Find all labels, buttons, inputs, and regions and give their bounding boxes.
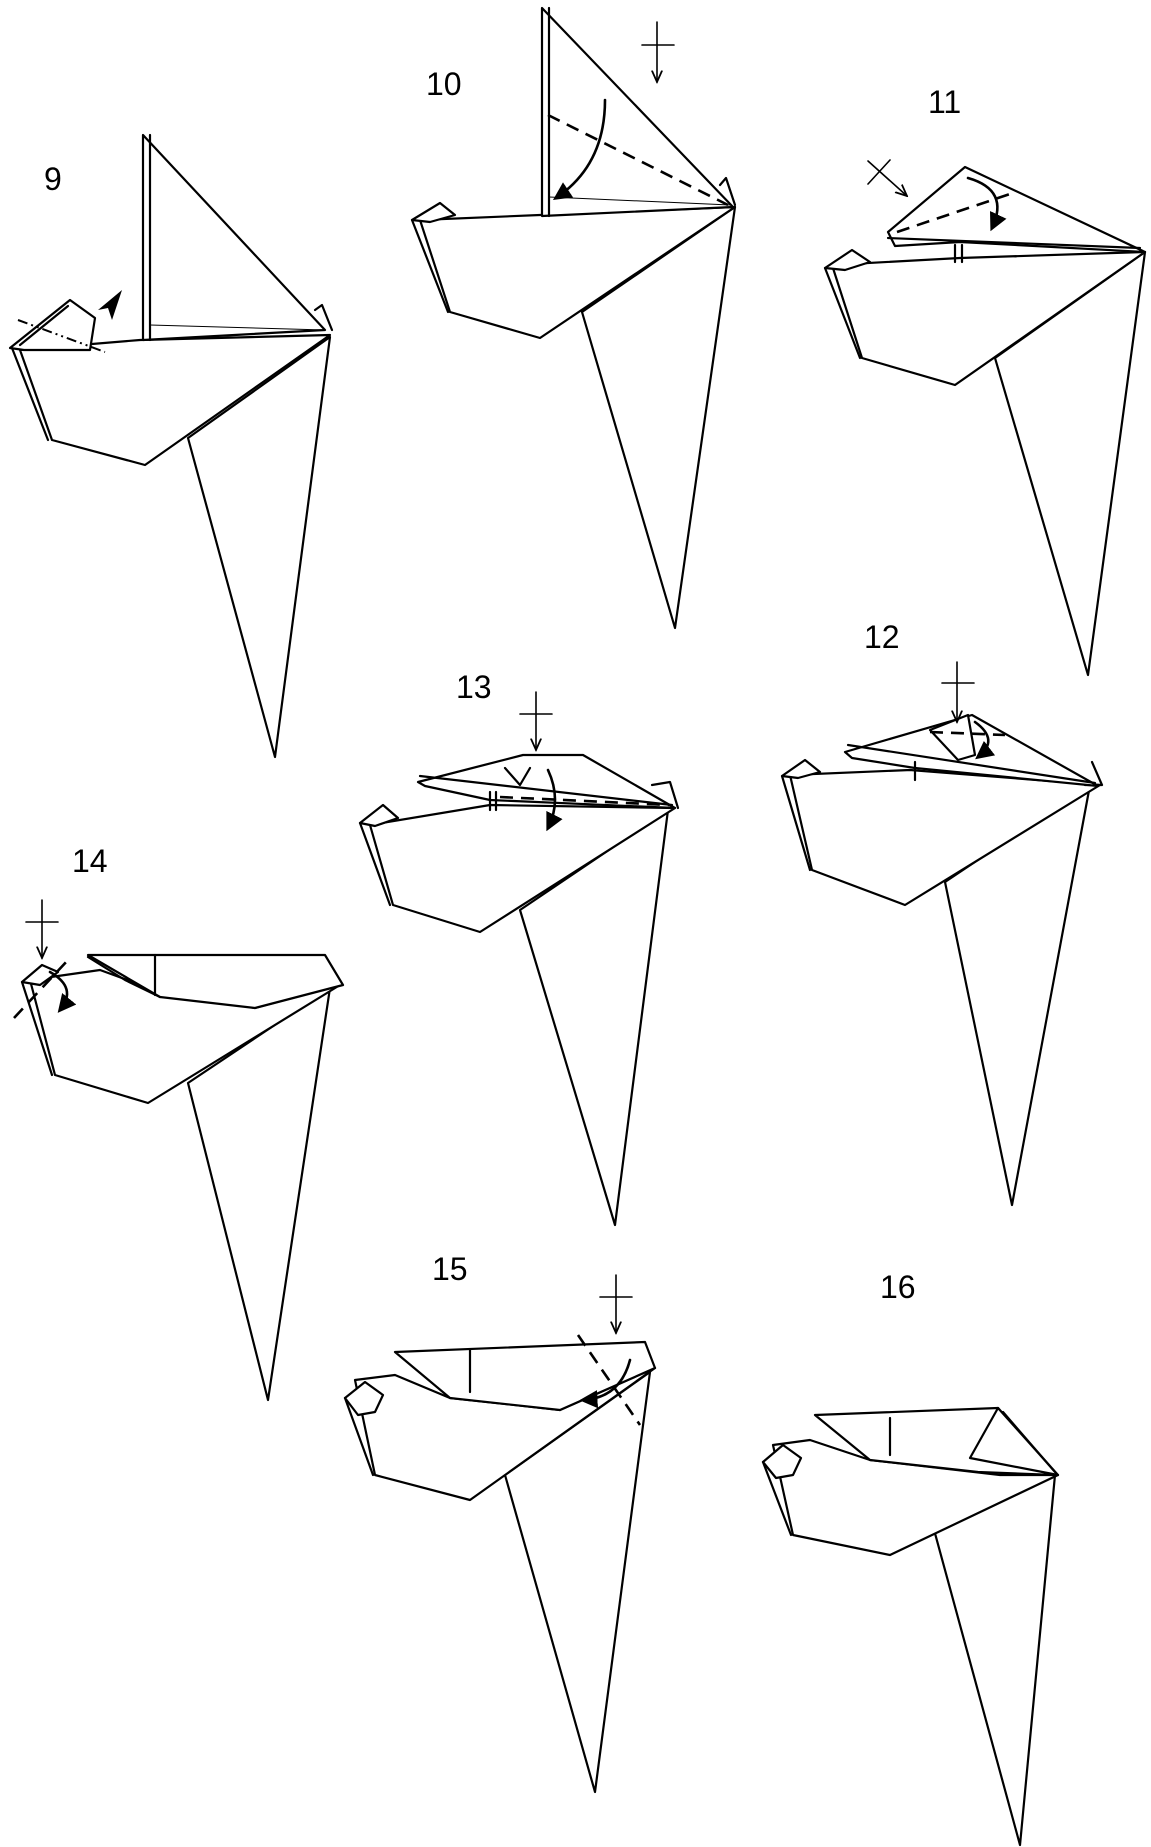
step-16-keel	[928, 1473, 1057, 1847]
step-9: 9	[8, 133, 334, 759]
step-11-bow	[823, 248, 872, 272]
step-9-mountain-fold-line	[17, 319, 106, 353]
step-14-fold-arrow-icon	[48, 970, 77, 1013]
step-10-valley-fold-line	[547, 113, 729, 207]
step-16: 16	[761, 1269, 1060, 1847]
step-13-fold-arrow-icon	[546, 768, 563, 832]
step-9-hull	[18, 333, 332, 467]
step-11-fold-arrow-icon	[966, 176, 1007, 232]
step-12-fold-arrow-icon	[973, 720, 996, 760]
step-12-hull	[788, 768, 1102, 907]
step-11-number: 11	[928, 84, 961, 120]
step-10-fold-arrow-icon	[552, 98, 607, 201]
step-13-valley-fold-line	[499, 795, 671, 807]
step-9-bow-flap	[8, 298, 97, 352]
step-11-rotate-symbol-icon	[867, 160, 907, 196]
step-13: 13	[358, 669, 680, 1227]
step-15-bow-box	[343, 1380, 385, 1417]
step-16-bow-box	[761, 1443, 803, 1480]
step-13-bow	[358, 803, 400, 828]
step-10-bow	[410, 201, 457, 224]
step-13-number: 13	[456, 669, 492, 705]
step-10-hull	[418, 205, 737, 340]
step-16-number: 16	[880, 1269, 916, 1305]
step-14-valley-fold-line	[13, 959, 69, 1019]
step-11: 11	[823, 84, 1147, 677]
step-15-number: 15	[432, 1251, 468, 1287]
step-10-number: 10	[426, 66, 462, 102]
step-9-sail	[141, 133, 327, 342]
step-9-keel	[186, 335, 332, 759]
step-9-push-arrow-icon	[98, 290, 122, 320]
step-10: 10	[410, 6, 737, 630]
step-13-folded-sail	[416, 753, 677, 810]
step-9-number: 9	[44, 161, 62, 197]
step-12-valley-fold-line	[929, 730, 1006, 737]
step-11-hull	[830, 250, 1147, 387]
step-14-number: 14	[72, 843, 108, 879]
step-14: 14	[13, 843, 345, 1402]
step-15-fold-arrow-icon	[579, 1358, 632, 1409]
step-13-hull	[368, 803, 677, 934]
step-15-valley-fold-line	[576, 1334, 642, 1426]
step-11-folded-sail	[886, 165, 1147, 254]
step-12: 12	[780, 619, 1104, 1207]
step-15: 15	[343, 1251, 657, 1794]
step-12-number: 12	[864, 619, 900, 655]
step-12-bow	[780, 758, 822, 780]
